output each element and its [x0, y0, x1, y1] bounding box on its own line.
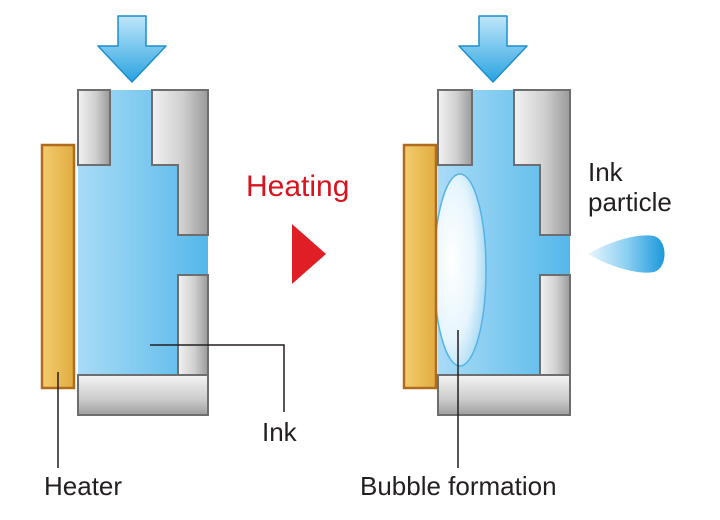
ink-leader-line: [150, 344, 285, 412]
nozzle-wall: [151, 89, 209, 236]
vapor-bubble: [433, 173, 487, 367]
down-arrow-icon: [458, 15, 528, 83]
heater-label: Heater: [44, 471, 123, 501]
nozzle-before-heating: [40, 15, 209, 416]
nozzle-wall: [539, 274, 571, 376]
heater-element: [402, 143, 438, 390]
nozzle-wall: [513, 89, 571, 236]
nozzle-wall: [77, 374, 209, 416]
play-arrow-icon: [292, 224, 326, 284]
heating-label: Heating: [246, 170, 350, 203]
heater-element: [40, 143, 76, 390]
ink-droplet: [588, 235, 665, 273]
down-arrow-icon: [97, 15, 167, 83]
nozzle-wall: [437, 89, 473, 166]
ink-label: Ink: [262, 417, 297, 447]
nozzle-wall: [177, 274, 209, 376]
nozzle-wall: [77, 89, 111, 166]
nozzle-wall: [437, 374, 571, 416]
nozzle-after-heating: [402, 15, 571, 416]
bubble-formation-label: Bubble formation: [360, 471, 557, 501]
